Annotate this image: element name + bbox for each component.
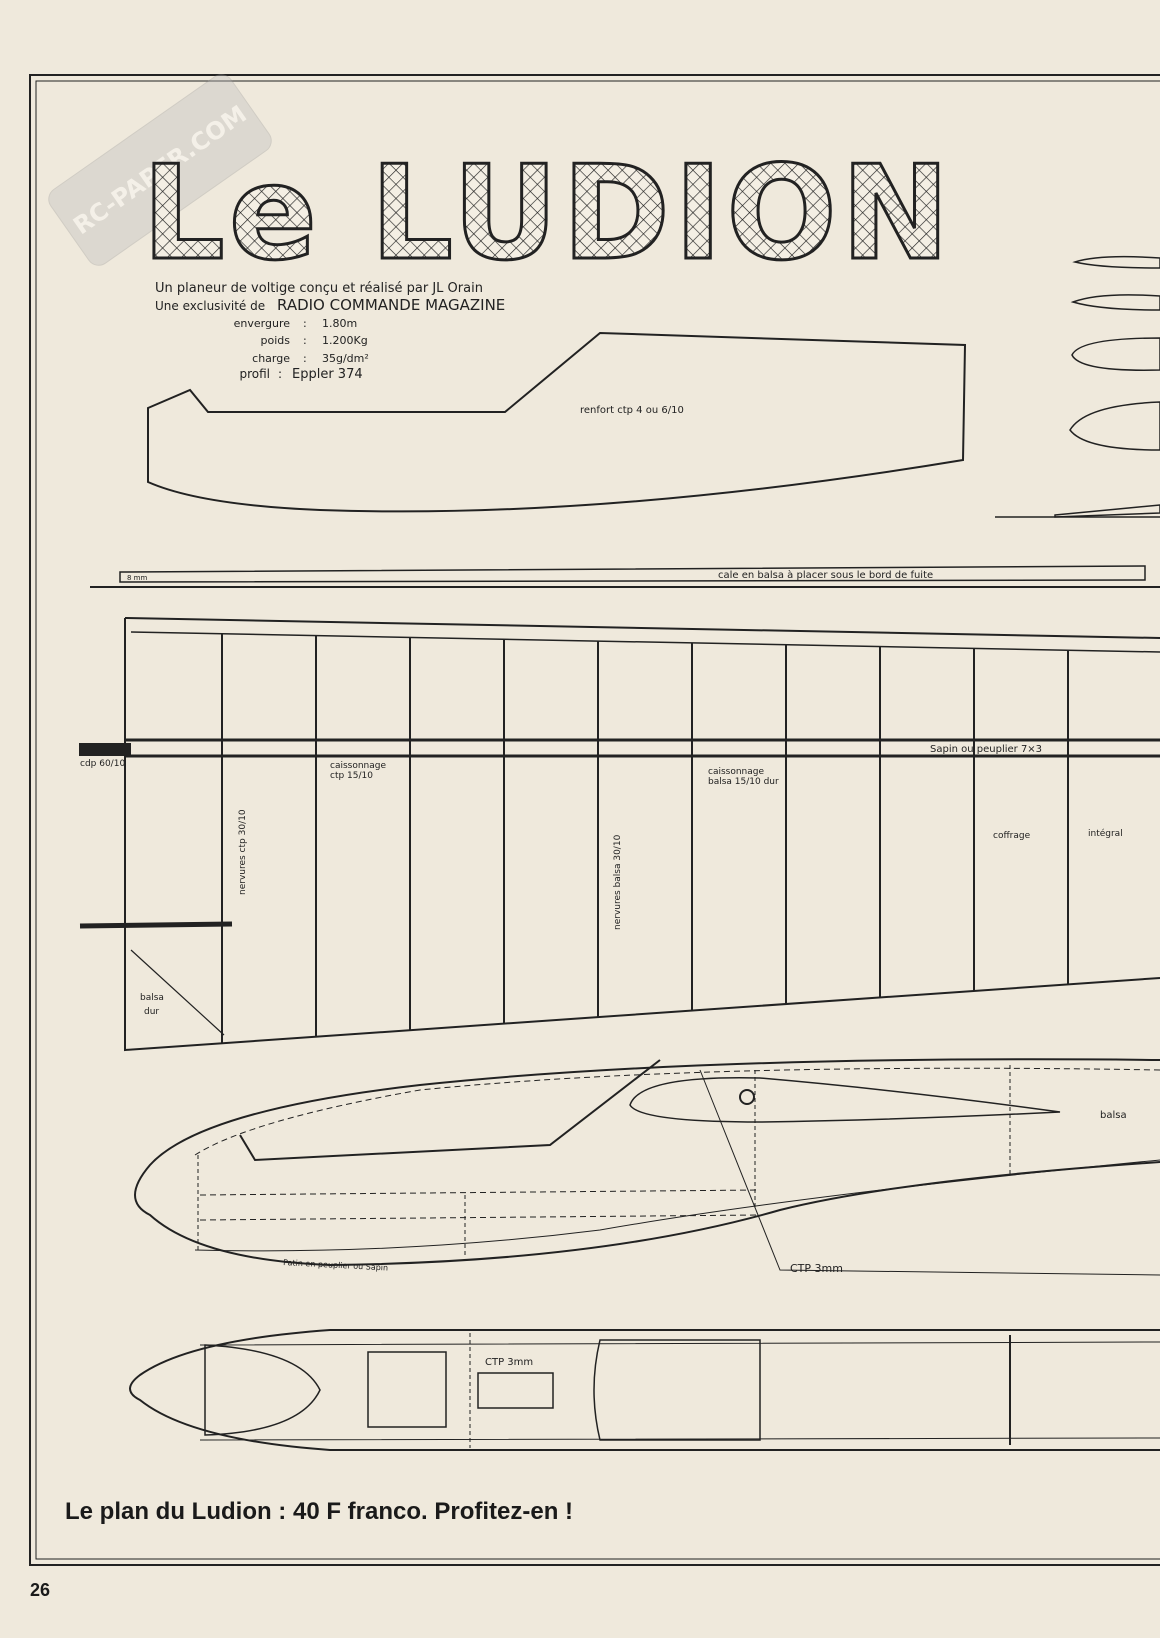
caisson-ctp-label: ctp 15/10 (330, 771, 373, 781)
subtitle-line2-prefix: Une exclusivité de (155, 299, 265, 313)
longeron-label: Sapin ou peuplier 7×3 (930, 744, 1042, 755)
nervures-balsa-label: nervures balsa 30/10 (613, 834, 623, 930)
wing-ribs (221, 633, 1069, 1044)
fuselage-doubler-outline (147, 331, 967, 513)
cdp-label: cdp 60/10 (80, 759, 125, 769)
wing-plan (79, 617, 1160, 1052)
patin-label: Patin en peuplier ou Sapin (283, 1258, 388, 1272)
spec-value: Eppler 374 (292, 367, 363, 382)
integral-label: intégral (1088, 828, 1123, 839)
svg-text::: : (278, 367, 282, 381)
caption: Le plan du Ludion : 40 F franco. Profite… (65, 1498, 574, 1525)
caisson-ctp-label: caissonnage (330, 761, 386, 771)
cale-strip: 8 mm cale en balsa à placer sous le bord… (90, 565, 1160, 588)
ctp-3mm-top-label: CTP 3mm (485, 1357, 533, 1368)
cale-label: cale en balsa à placer sous le bord de f… (718, 569, 933, 581)
coffrage-label: coffrage (993, 831, 1031, 841)
spec-value: 1.80m (322, 317, 357, 330)
page-frame-inner (35, 80, 1160, 1560)
spec-value: 35g/dm² (322, 352, 369, 365)
nervures-ctp-label: nervures ctp 30/10 (238, 809, 248, 895)
spec-label: charge (252, 352, 290, 365)
caisson-balsa-label: caissonnage (708, 767, 764, 777)
caisson-balsa-label: balsa 15/10 dur (708, 777, 779, 787)
spec-value: 1.200Kg (322, 334, 368, 347)
rib-profiles (995, 255, 1160, 518)
renfort-label: renfort ctp 4 ou 6/10 (580, 405, 684, 416)
svg-text::: : (303, 352, 307, 365)
page-number: 26 (30, 1580, 51, 1600)
svg-text::: : (303, 317, 307, 330)
spec-label: poids (261, 334, 291, 347)
spec-label: envergure (234, 317, 291, 330)
balsa-dur-label: dur (144, 1007, 159, 1017)
title-logo: Le LUDION (142, 137, 954, 289)
balsa-dur-label: balsa (140, 993, 164, 1003)
fuselage-top-view (129, 1329, 1160, 1451)
spec-label: profil (239, 367, 270, 381)
fuselage-side-view (134, 1058, 1160, 1276)
cale-size-label: 8 mm (127, 574, 147, 582)
balsa-label: balsa (1100, 1110, 1127, 1121)
subtitle-line1: Un planeur de voltige conçu et réalisé p… (155, 281, 483, 296)
page-frame (29, 74, 1160, 1566)
ctp-3mm-side-label: CTP 3mm (790, 1262, 843, 1275)
subtitle-brand: RADIO COMMANDE MAGAZINE (277, 296, 505, 314)
svg-text::: : (303, 334, 307, 347)
